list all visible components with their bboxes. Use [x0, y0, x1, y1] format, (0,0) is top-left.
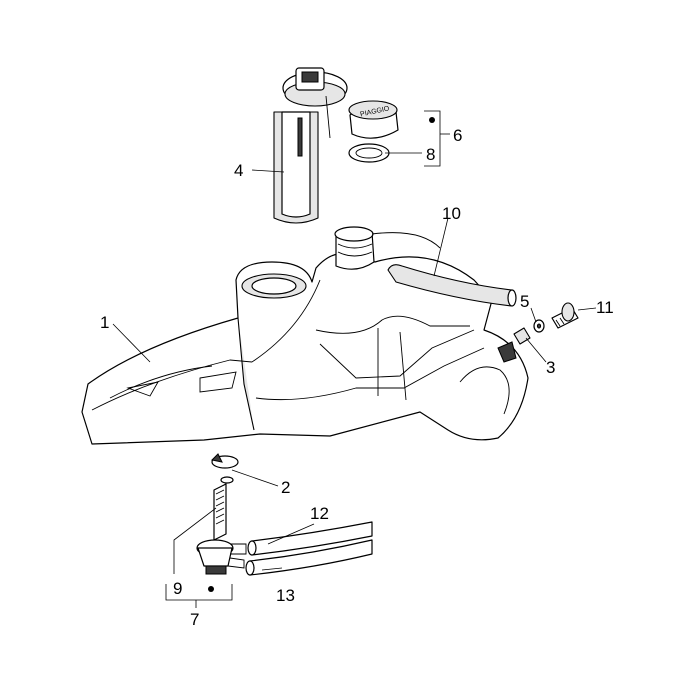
callout-4: 4 — [234, 161, 243, 180]
callout-6: 6 — [453, 126, 462, 145]
callout-10: 10 — [442, 204, 461, 223]
fuel-tank — [81, 253, 529, 445]
callout-11: 11 — [596, 298, 614, 317]
callout-13: 13 — [276, 586, 295, 605]
group-bracket-7 — [165, 584, 233, 608]
fuel-cap: PIAGGIO — [348, 100, 399, 139]
mounting-screw — [551, 302, 579, 329]
callout-5: 5 — [520, 292, 529, 311]
fuel-level-sender — [273, 67, 348, 224]
callout-7: 7 — [190, 610, 199, 629]
cap-gasket — [348, 143, 390, 163]
mounting-spacer — [497, 327, 531, 363]
bracket-dot-7 — [208, 586, 214, 592]
fuel-tap-filter — [213, 483, 227, 541]
group-bracket-6 — [424, 110, 450, 167]
callout-9: 9 — [173, 579, 182, 598]
callout-labels: 1 2 3 4 5 6 7 8 9 10 11 12 13 — [100, 126, 614, 629]
washer — [533, 319, 545, 333]
fuel-hose-upper — [247, 521, 373, 556]
fuel-hose-lower — [245, 539, 373, 576]
bracket-dot-6 — [429, 117, 435, 123]
callout-12: 12 — [310, 504, 329, 523]
leader-lines — [112, 152, 597, 574]
filler-neck — [334, 226, 441, 270]
callout-2: 2 — [281, 478, 290, 497]
callout-3: 3 — [546, 358, 555, 377]
fuel-tap — [196, 539, 247, 575]
callout-8: 8 — [426, 145, 435, 164]
hose-clamp — [210, 453, 239, 484]
callout-1: 1 — [100, 313, 109, 332]
breather-hose — [387, 264, 517, 307]
